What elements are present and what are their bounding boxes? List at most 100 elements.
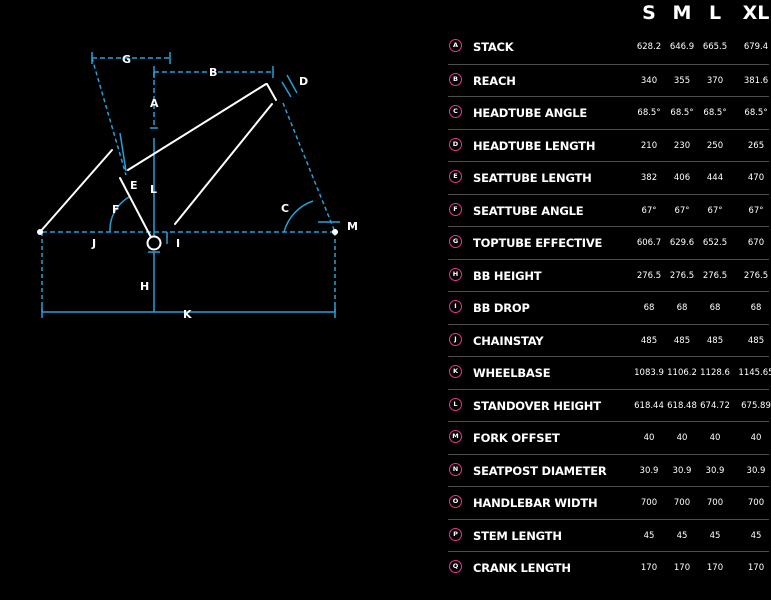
front-axle [332, 229, 338, 235]
row-value-s: 700 [640, 498, 658, 508]
row-value-m: 170 [673, 563, 691, 573]
row-label: HEADTUBE LENGTH [473, 138, 596, 153]
rear-axle [37, 229, 43, 235]
size-header: S M L XL [448, 2, 771, 26]
row-value-s: 618.44 [634, 400, 664, 411]
size-s: S [642, 2, 656, 24]
row-value-xl: 68 [750, 303, 762, 313]
row-value-l: 45 [709, 530, 721, 541]
row-value-m: 629.6 [669, 238, 695, 248]
row-value-l: 67° [707, 205, 723, 216]
row-value-xl: 485 [747, 335, 765, 346]
row-value-s: 1083.9 [634, 368, 664, 378]
row-value-s: 170 [640, 563, 658, 573]
row-value-s: 276.5 [636, 270, 662, 281]
row-value-l: 68.5° [703, 108, 727, 118]
frame-seattube [119, 177, 155, 244]
row-label: SEATTUBE LENGTH [473, 171, 592, 185]
row-value-m: 67° [674, 205, 690, 216]
label-a: A [150, 97, 159, 110]
row-value-s: 68.5° [637, 108, 661, 118]
row-label: TOPTUBE EFFECTIVE [473, 236, 603, 250]
row-letter-badge: I [449, 300, 462, 313]
row-value-m: 68 [676, 303, 688, 313]
row-letter-badge: L [449, 397, 462, 411]
row-label: SEATTUBE ANGLE [473, 203, 584, 218]
row-label: HANDLEBAR WIDTH [473, 496, 598, 510]
label-b: B [209, 66, 217, 79]
row-letter-badge: O [449, 495, 462, 508]
row-value-xl: 30.9 [746, 465, 766, 476]
row-value-xl: 700 [747, 498, 765, 508]
row-label: HEADTUBE ANGLE [473, 106, 588, 120]
row-label: BB DROP [473, 301, 530, 315]
row-value-xl: 40 [750, 433, 762, 443]
row-value-xl: 381.6 [743, 75, 769, 86]
row-value-xl: 276.5 [743, 270, 769, 281]
row-label: BB HEIGHT [473, 268, 542, 283]
row-value-xl: 675.89 [741, 400, 771, 411]
row-letter-badge: J [449, 332, 462, 346]
row-value-xl: 1145.65 [738, 368, 771, 378]
row-value-s: 382 [640, 173, 658, 183]
label-h: H [140, 280, 149, 293]
row-value-l: 250 [706, 140, 724, 151]
row-value-xl: 67° [748, 205, 764, 216]
row-value-l: 665.5 [702, 42, 728, 52]
label-l: L [150, 183, 157, 196]
row-value-s: 68 [643, 303, 655, 313]
row-label: CRANK LENGTH [473, 561, 571, 575]
row-value-m: 68.5° [670, 108, 694, 118]
row-value-l: 170 [706, 563, 724, 573]
row-value-m: 40 [676, 433, 688, 443]
row-value-l: 674.72 [700, 400, 730, 411]
row-value-s: 628.2 [636, 42, 662, 52]
row-value-s: 40 [643, 433, 655, 443]
row-value-l: 276.5 [702, 270, 728, 281]
row-value-l: 700 [706, 498, 724, 508]
row-value-m: 406 [673, 173, 691, 183]
frame-toptube [127, 83, 267, 171]
bottom-bracket [146, 235, 162, 251]
row-value-l: 652.5 [702, 238, 728, 248]
frame-downtube [174, 103, 273, 225]
row-value-xl: 470 [747, 173, 765, 183]
label-k: K [183, 308, 192, 321]
row-value-s: 67° [641, 205, 657, 216]
row-letter-badge: K [449, 365, 462, 378]
row-value-s: 340 [640, 75, 658, 86]
row-letter-badge: F [449, 202, 462, 216]
row-letter-badge: H [449, 267, 462, 281]
row-value-m: 618.48 [667, 400, 697, 411]
row-value-xl: 45 [750, 530, 762, 541]
label-m: M [347, 220, 358, 233]
row-value-m: 1106.2 [667, 368, 697, 378]
label-f: F [112, 203, 120, 216]
row-letter-badge: E [449, 170, 462, 183]
row-value-l: 485 [706, 335, 724, 346]
table-row: O HANDLEBAR WIDTH 700 700 700 700 [448, 486, 769, 519]
frame-seatstay [39, 149, 113, 233]
label-d: D [299, 75, 308, 88]
row-value-xl: 670 [747, 238, 765, 248]
row-value-xl: 170 [747, 563, 765, 573]
row-value-m: 276.5 [669, 270, 695, 281]
row-letter-badge: D [449, 137, 462, 151]
row-value-s: 606.7 [636, 238, 662, 248]
label-j: J [91, 237, 96, 250]
row-letter-badge: A [449, 39, 462, 52]
row-label: WHEELBASE [473, 366, 551, 380]
row-label: STEM LENGTH [473, 528, 562, 543]
row-value-m: 700 [673, 498, 691, 508]
row-value-l: 30.9 [705, 465, 725, 476]
row-value-l: 1128.6 [700, 368, 730, 378]
row-value-m: 230 [673, 140, 691, 151]
